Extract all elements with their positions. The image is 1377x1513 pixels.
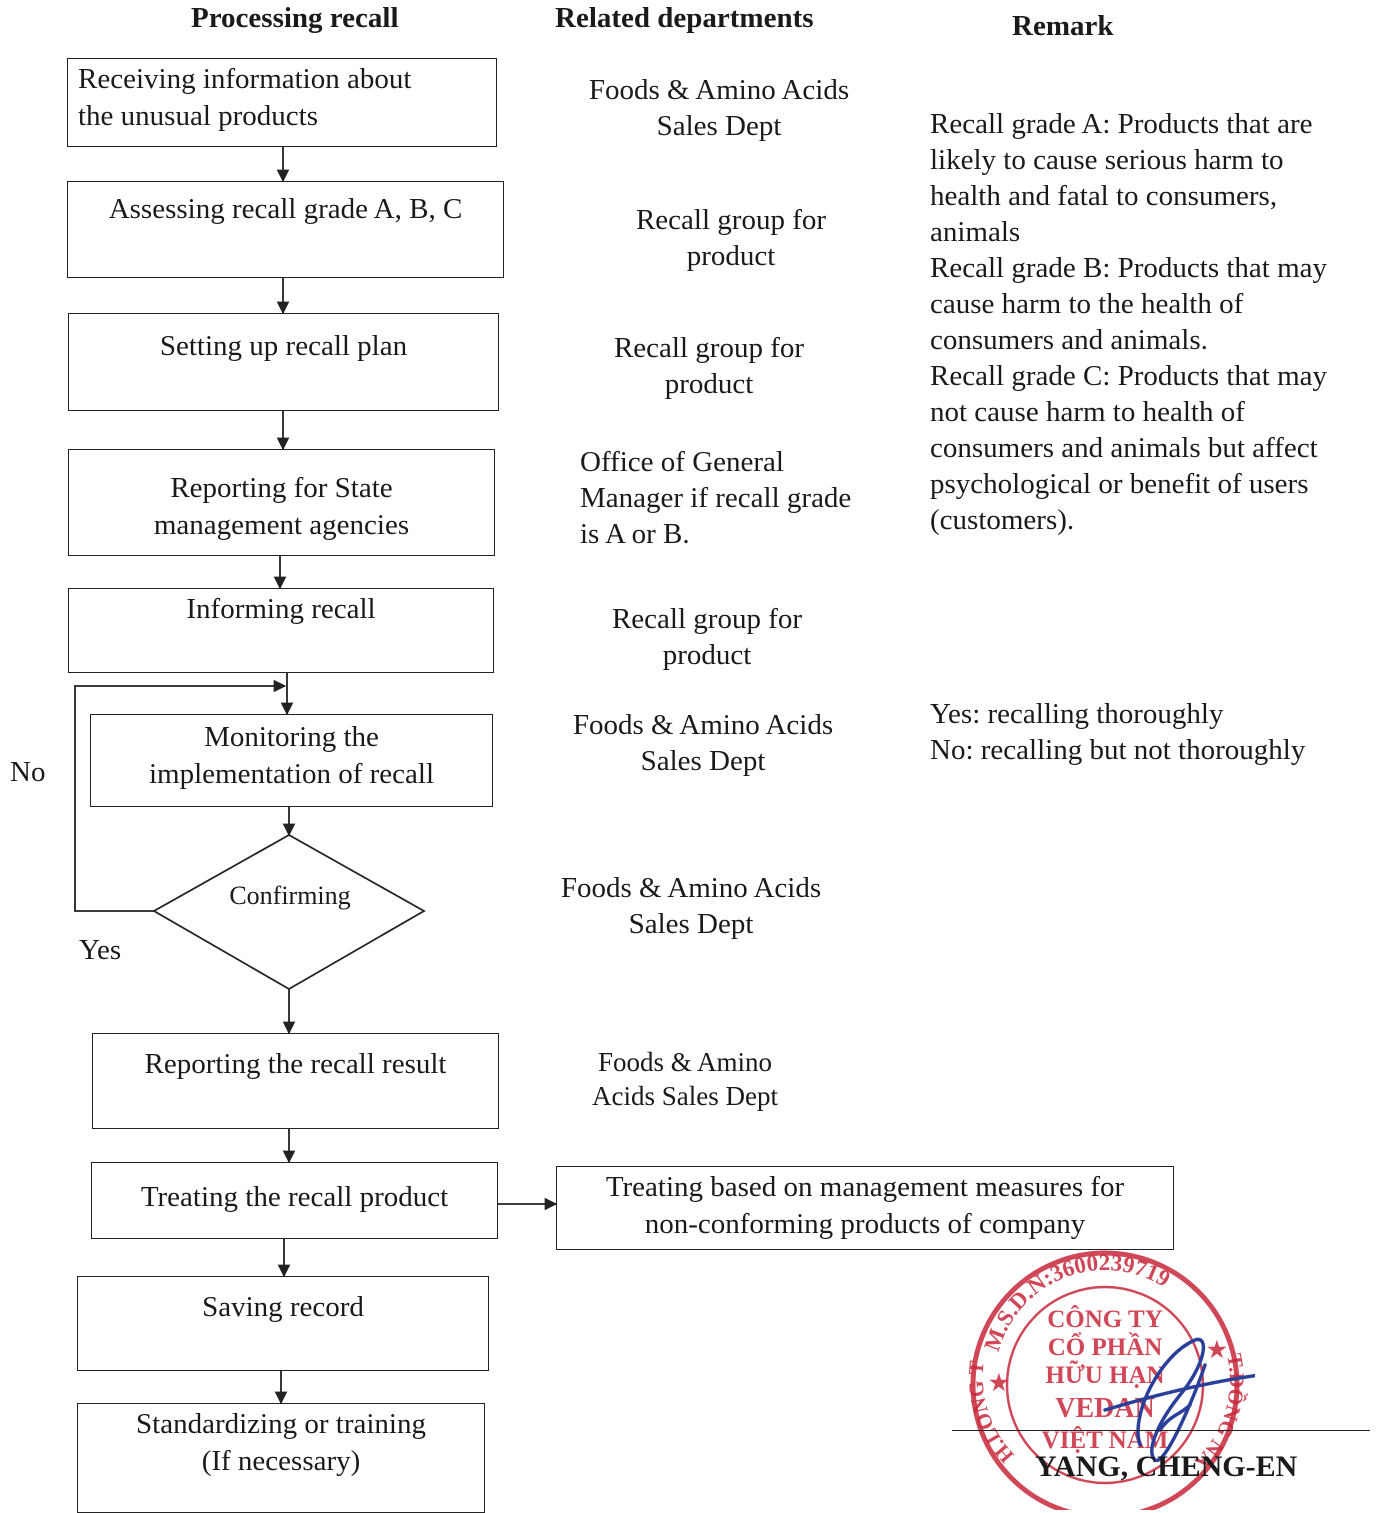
remark-confirming: Yes: recalling thoroughly No: recalling … [930, 696, 1370, 768]
dept-planning-line-1: Recall group for [613, 332, 805, 364]
remark-grade-line-8: Recall grade C: Products that may [930, 360, 1328, 392]
confirming-label: Confirming [229, 881, 351, 910]
step-planning-box: Setting up recall plan [68, 313, 499, 411]
remark-grade-line-4: animals [930, 216, 1021, 248]
step-receiving-line-2: the unusual products [78, 100, 319, 132]
branch-yes-label: Yes [79, 934, 122, 966]
stamp-ring-left: H.LONG THÀNH [955, 1245, 1019, 1468]
step-treating-basis-line-1: Treating based on management measures fo… [605, 1171, 1125, 1203]
dept-assessing: Recall group for product [600, 202, 862, 274]
no-loop-line [74, 679, 287, 912]
dept-receiving-line-2: Sales Dept [656, 110, 782, 142]
remark-grade-line-10: consumers and animals but affect [930, 432, 1318, 464]
remark-grade-line-7: consumers and animals. [930, 324, 1208, 356]
dept-reporting-state-line-3: is A or B. [580, 518, 690, 550]
step-standardizing-box: Standardizing or training (If necessary) [77, 1403, 485, 1513]
dept-monitoring: Foods & Amino Acids Sales Dept [545, 707, 861, 779]
dept-assessing-line-1: Recall group for [635, 204, 827, 236]
remark-grade-line-9: not cause harm to health of [930, 396, 1245, 428]
dept-assessing-line-2: product [686, 240, 776, 272]
dept-planning: Recall group for product [578, 330, 840, 402]
signature-scribble [1103, 1337, 1255, 1462]
signatory-name: YANG, CHENG-EN [1035, 1450, 1298, 1483]
dept-informing: Recall group for product [576, 601, 838, 673]
departments-column-header: Related departments [555, 2, 814, 34]
step-treating-basis-line-2: non-conforming products of company [644, 1208, 1086, 1240]
step-treating-line-1: Treating the recall product [140, 1181, 449, 1213]
step-standardizing-line-2: (If necessary) [201, 1445, 361, 1477]
dept-confirming: Foods & Amino Acids Sales Dept [533, 870, 849, 942]
dept-reporting-state-line-1: Office of General [580, 446, 784, 478]
signature-line [952, 1430, 1370, 1431]
dept-receiving: Foods & Amino Acids Sales Dept [560, 72, 878, 144]
step-monitoring-line-1: Monitoring the [204, 721, 379, 753]
step-reporting-state-box: Reporting for State management agencies [68, 449, 495, 556]
dept-planning-line-2: product [664, 368, 754, 400]
step-reporting-result-box: Reporting the recall result [92, 1033, 499, 1129]
dept-informing-line-2: product [662, 639, 752, 671]
remark-column-header: Remark [1012, 10, 1114, 42]
step-monitoring-box: Monitoring the implementation of recall [90, 714, 493, 807]
process-column-header: Processing recall [191, 2, 399, 34]
remark-grade-line-6: cause harm to the health of [930, 288, 1244, 320]
confirming-decision-diamond [152, 833, 426, 991]
remark-grade-line-2: likely to cause serious harm to [930, 144, 1284, 176]
step-receiving-box: Receiving information about the unusual … [67, 58, 497, 147]
step-monitoring-line-2: implementation of recall [148, 758, 435, 790]
dept-monitoring-line-2: Sales Dept [640, 745, 766, 777]
dept-receiving-line-1: Foods & Amino Acids [588, 74, 850, 106]
step-treating-box: Treating the recall product [91, 1162, 498, 1239]
step-saving-line-1: Saving record [202, 1291, 364, 1323]
step-standardizing-line-1: Standardizing or training [136, 1408, 426, 1440]
dept-informing-line-1: Recall group for [611, 603, 803, 635]
remark-grade-line-11: psychological or benefit of users [930, 468, 1309, 500]
dept-confirming-line-2: Sales Dept [628, 908, 754, 940]
remark-recall-grades: Recall grade A: Products that are likely… [930, 106, 1370, 538]
stamp-center-line-1: CÔNG TY [1047, 1304, 1163, 1333]
step-reporting-state-line-1: Reporting for State [170, 472, 393, 504]
dept-reporting-result-line-1: Foods & Amino [597, 1047, 773, 1077]
step-saving-box: Saving record [77, 1276, 489, 1371]
remark-grade-line-12: (customers). [930, 504, 1075, 536]
stamp-center-line-3: HỮU HẠN [1045, 1360, 1164, 1389]
dept-reporting-result: Foods & Amino Acids Sales Dept [570, 1045, 800, 1113]
step-treating-basis-box: Treating based on management measures fo… [556, 1166, 1174, 1250]
step-informing-line-1: Informing recall [186, 593, 376, 625]
dept-monitoring-line-1: Foods & Amino Acids [572, 709, 834, 741]
remark-grade-line-3: health and fatal to consumers, [930, 180, 1278, 212]
stamp-star-right: ★ [1207, 1337, 1227, 1362]
step-reporting-result-line-1: Reporting the recall result [144, 1048, 447, 1080]
branch-no-label: No [10, 756, 46, 788]
dept-confirming-line-1: Foods & Amino Acids [560, 872, 822, 904]
remark-confirm-yes: Yes: recalling thoroughly [930, 698, 1224, 730]
stamp-center-line-2: CỔ PHẦN [1048, 1332, 1163, 1361]
step-receiving-line-1: Receiving information about [78, 63, 412, 95]
step-reporting-state-line-2: management agencies [153, 509, 410, 541]
step-assessing-box: Assessing recall grade A, B, C [67, 181, 504, 278]
remark-grade-line-1: Recall grade A: Products that are [930, 108, 1313, 140]
step-informing-box: Informing recall [68, 588, 494, 673]
stamp-star-left: ★ [989, 1370, 1009, 1395]
step-planning-line-1: Setting up recall plan [159, 330, 408, 362]
dept-reporting-state-line-2: Manager if recall grade [580, 482, 852, 514]
remark-grade-line-5: Recall grade B: Products that may [930, 252, 1328, 284]
remark-confirm-no: No: recalling but not thoroughly [930, 734, 1306, 766]
dept-reporting-state: Office of General Manager if recall grad… [580, 444, 880, 552]
dept-reporting-result-line-2: Acids Sales Dept [592, 1081, 778, 1111]
step-assessing-line-1: Assessing recall grade A, B, C [108, 193, 463, 225]
